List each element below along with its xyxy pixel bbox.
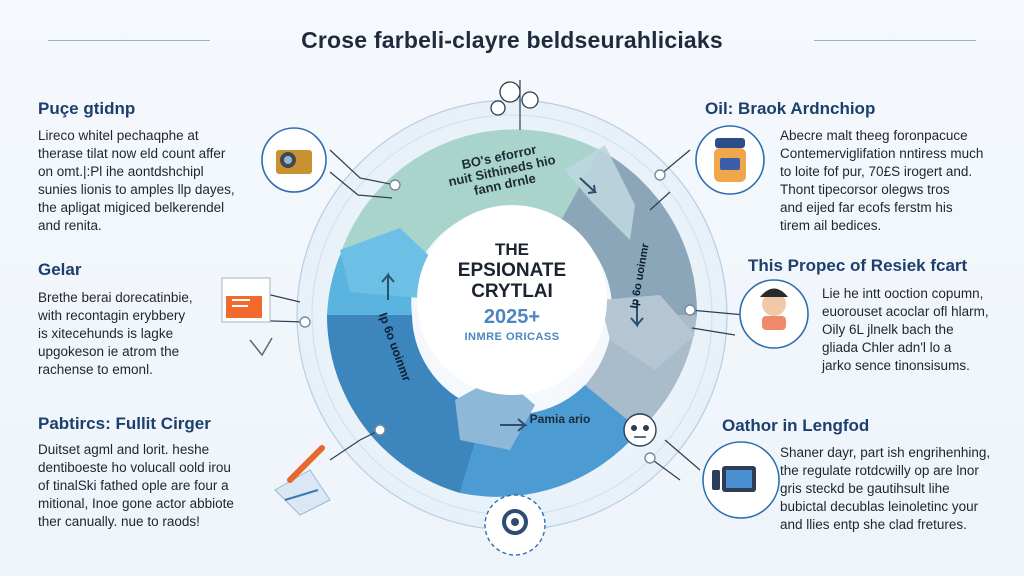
center-line-2: EPSIONATE <box>457 260 567 281</box>
arrow-right-icon <box>500 418 528 432</box>
body-line: Lie he intt ooction copumn, <box>822 286 984 301</box>
body-line: gliada Chler adn'l lo a <box>822 340 952 355</box>
ring-segment-dark-blue <box>326 315 485 493</box>
body-line: the regulate rotdcwilly op are lnor <box>780 463 979 478</box>
section-body-mid-right: Lie he intt ooction copumn, euorouset ac… <box>822 285 989 375</box>
center-title: THE EPSIONATE CRYTLAI 2025+ INMRE ORICAS… <box>437 240 587 343</box>
body-line: on omt.|:Pl ihe aontdshchipl <box>38 164 204 179</box>
cells-icon <box>490 81 539 116</box>
ring-segment-teal <box>340 129 600 262</box>
section-body-top-left: Lireco whitel pechaqphe at therase tilat… <box>38 127 235 235</box>
center-line-3: CRYTLAI <box>471 281 553 302</box>
body-line: jarko sence tinonsisums. <box>822 358 970 373</box>
body-line: Thont tipecorsor olegws tros <box>780 182 950 197</box>
body-line: Brethe berai dorecatinbie, <box>38 290 193 305</box>
page-title: Crose farbeli-clayre beldseurahliciaks <box>301 27 723 53</box>
body-line: with recontagin erybbery <box>38 308 186 323</box>
arrow-block-top-right <box>565 145 635 240</box>
section-body-bottom-right: Shaner dayr, part ish engrihenhing, the … <box>780 444 990 534</box>
robot-icon <box>623 413 657 447</box>
connector-lines <box>239 80 746 510</box>
section-heading-mid-right: This Propec of Resiek fcart <box>748 256 968 275</box>
center-line-1: THE <box>495 240 529 259</box>
body-line: the apligat migiced belkerendel <box>38 200 225 215</box>
body-line: mitional, Inoe gone actor abbiote <box>38 496 234 511</box>
mascot-icon <box>739 279 809 349</box>
center-year: 2025+ <box>483 306 541 328</box>
body-line: Shaner dayr, part ish engrihenhing, <box>780 445 991 460</box>
body-line: Oily 6L jlnelk bach the <box>822 322 954 337</box>
section-heading-top-right: Oil: Braok Ardnchiop <box>705 99 876 118</box>
section-heading-bottom-left: Pabtircs: Fullit Cirger <box>38 414 211 433</box>
jar-icon <box>695 125 765 195</box>
center-subtitle: INMRE ORICASS <box>464 331 560 343</box>
body-line: bubictal decublas leinoletinc your <box>780 499 979 514</box>
body-line: and renita. <box>38 218 102 233</box>
body-line: is xitecehunds is lagke <box>38 326 174 341</box>
body-line: to loite fof pur, 70£S irogert and. <box>780 164 973 179</box>
body-line: sunies lionis to amples llp dayes, <box>38 182 235 197</box>
ring-label-bottom-right: Pamia ario <box>529 412 591 426</box>
pen-paper-icon <box>274 445 331 516</box>
arrow-block-right <box>600 295 695 370</box>
body-line: ther canually. nue to raods! <box>38 514 200 529</box>
section-heading-bottom-right: Oathor in Lengfod <box>722 416 870 435</box>
body-line: dentiboeste ho volucall oold irou <box>38 460 231 475</box>
body-line: euorouset acoclar ofl hlarm, <box>822 304 989 319</box>
node-markers <box>299 169 696 464</box>
gear-icon <box>484 494 546 556</box>
camera-icon <box>261 127 327 193</box>
section-body-mid-left: Brethe berai dorecatinbie, with recontag… <box>38 289 193 379</box>
document-icon <box>221 277 273 357</box>
center-circle <box>417 205 607 395</box>
body-line: rachense to emonl. <box>38 362 153 377</box>
section-body-bottom-left: Duitset agml and lorit. heshe dentiboest… <box>38 441 234 531</box>
arrow-down-icon <box>630 300 644 328</box>
section-heading-mid-left: Gelar <box>38 260 82 279</box>
title-rule-left <box>48 40 210 41</box>
title-rule-right <box>814 40 976 41</box>
ring-segment-blue <box>460 385 640 497</box>
body-line: therase tilat now eld count affer <box>38 146 226 161</box>
arrow-top-icon <box>579 177 598 194</box>
body-line: Lireco whitel pechaqphe at <box>38 128 199 143</box>
body-line: Duitset agml and lorit. heshe <box>38 442 210 457</box>
arrow-up-icon <box>381 272 395 300</box>
body-line: and llies entp she clad fretures. <box>780 517 967 532</box>
body-line: upgokeson ie atrom the <box>38 344 180 359</box>
body-line: gris steckd be gautihsult lihe <box>780 481 950 496</box>
device-icon <box>702 441 780 519</box>
body-line: Abecre malt theeg foronpacuce <box>780 128 968 143</box>
arrow-block-left <box>340 228 442 298</box>
section-body-top-right: Abecre malt theeg foronpacuce Contemervi… <box>780 127 983 235</box>
body-line: and eijed far ecofs ferstm his <box>780 200 953 215</box>
body-line: of tinalSki fathed ople are four a <box>38 478 229 493</box>
body-line: tirem ail bedices. <box>780 218 882 233</box>
section-heading-top-left: Puçe gtidnp <box>38 99 136 118</box>
body-line: Contemerviglifation nntiress much <box>780 146 984 161</box>
